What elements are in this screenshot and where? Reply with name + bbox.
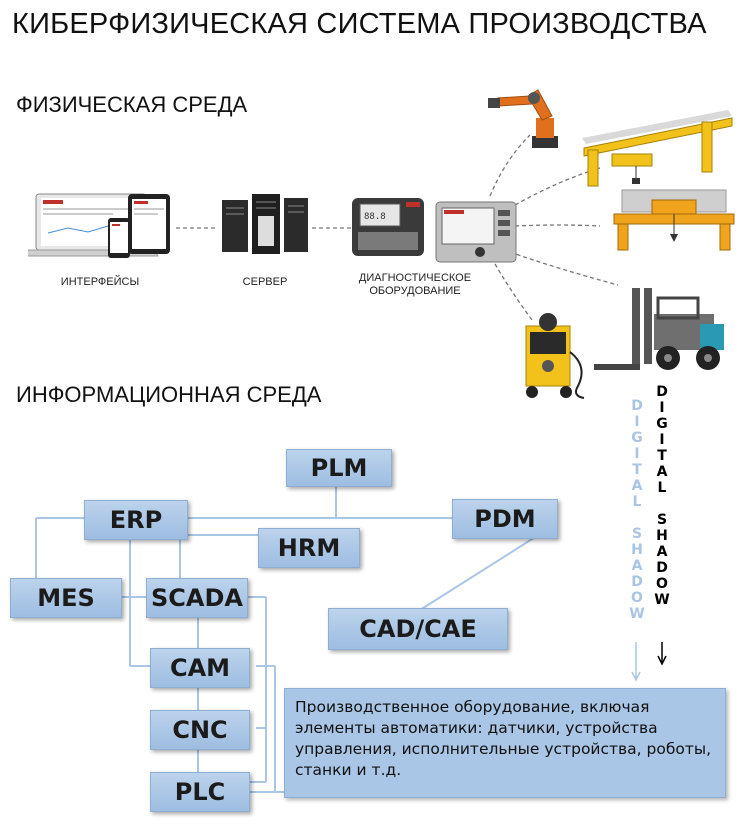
gantry-crane-icon: [582, 110, 733, 187]
digital-shadow-ghost-letter: L: [632, 494, 642, 510]
scada-box: SCADA: [146, 578, 248, 618]
cam-box: CAM: [150, 648, 250, 688]
interfaces-devices-icon: [28, 193, 170, 258]
cad-cae-box: CAD/CAE: [328, 608, 508, 650]
svg-text:88.8: 88.8: [364, 212, 386, 222]
cnc-box: CNC: [150, 710, 250, 750]
equipment-description: Производственное оборудование, включая э…: [284, 688, 726, 798]
digital-shadow-letter: S: [656, 512, 668, 528]
digital-shadow-ghost-letter: A: [631, 478, 643, 494]
digital-shadow-ghost-letter: T: [632, 462, 642, 478]
server-icon: [222, 194, 308, 254]
erp-box: ERP: [84, 500, 188, 540]
digital-shadow-letter: O: [656, 576, 668, 592]
digital-shadow-ghost-letter: D: [631, 574, 643, 590]
digital-shadow-ghost-letter: [635, 510, 640, 526]
digital-shadow-letter: D: [656, 384, 668, 400]
diagnostic-label-line1: ДИАГНОСТИЧЕСКОЕ: [358, 272, 472, 284]
digital-shadow-letter: [660, 496, 665, 512]
digital-shadow-letter: T: [657, 448, 667, 464]
digital-shadow-letter: A: [656, 464, 668, 480]
digital-shadow-ghost-letter: O: [631, 590, 643, 606]
digital-shadow-ghost-letter: D: [631, 398, 643, 414]
digital-shadow-ghost-letter: I: [634, 446, 640, 462]
digital-shadow-ghost-letter: W: [629, 606, 645, 622]
digital-shadow-ghost-letter: A: [631, 558, 643, 574]
digital-shadow-ghost-letter: H: [631, 542, 643, 558]
digital-shadow-letter: L: [657, 480, 667, 496]
page-title: КИБЕРФИЗИЧЕСКАЯ СИСТЕМА ПРОИЗВОДСТВА: [12, 8, 707, 40]
interfaces-label: ИНТЕРФЕЙСЫ: [60, 276, 140, 288]
digital-shadow-arrows: [631, 642, 667, 682]
mes-box: MES: [10, 578, 122, 618]
overhead-crane-icon: [613, 189, 735, 251]
diagnostic-equipment-icon: 88.8: [352, 198, 517, 263]
digital-shadow-letter: A: [656, 544, 668, 560]
diagnostic-label-line2: ОБОРУДОВАНИЕ: [369, 285, 461, 297]
plm-box: PLM: [286, 449, 392, 487]
digital-shadow-letter: I: [659, 400, 665, 416]
digital-shadow-ghost-letter: G: [631, 430, 643, 446]
digital-shadow-letter: I: [659, 432, 665, 448]
info-section-heading: ИНФОРМАЦИОННАЯ СРЕДА: [16, 382, 322, 407]
industrial-robot-icon: [488, 89, 558, 148]
digital-shadow-ghost-letter: S: [631, 526, 643, 542]
physical-section-heading: ФИЗИЧЕСКАЯ СРЕДА: [16, 92, 248, 117]
server-label: СЕРВЕР: [242, 276, 288, 288]
plc-box: PLC: [150, 772, 250, 812]
diagnostic-label: ДИАГНОСТИЧЕСКОЕ ОБОРУДОВАНИЕ: [350, 272, 480, 298]
digital-shadow-letter: D: [656, 560, 668, 576]
digital-shadow-letter: H: [656, 528, 668, 544]
digital-shadow-ghost-letter: I: [634, 414, 640, 430]
hrm-box: HRM: [258, 528, 360, 568]
forklift-icon: [594, 288, 724, 370]
digital-shadow-letter: W: [654, 592, 670, 608]
welding-machine-icon: [525, 313, 585, 399]
digital-shadow-letter: G: [656, 416, 668, 432]
pdm-box: PDM: [452, 499, 558, 539]
